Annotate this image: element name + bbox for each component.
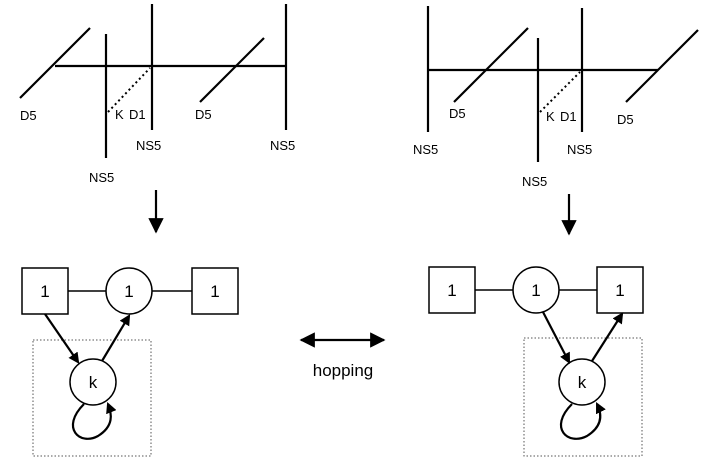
self-loop-arrow (559, 402, 606, 440)
dotted-subquiver-box (523, 337, 643, 457)
quiver-arrow (44, 313, 80, 364)
left-brane-configuration: D5 K D1 D5 NS5 NS5 NS5 (19, 4, 295, 185)
right-quiver: 1 1 1 k (428, 266, 644, 457)
flavor-node-square (191, 267, 239, 315)
ns5-label: NS5 (270, 138, 295, 153)
gauge-node-label: 1 (124, 282, 133, 301)
adjoint-node-label: k (578, 373, 587, 392)
adjoint-node-circle (558, 358, 606, 406)
flavor-node-square (428, 266, 476, 314)
d1-label: D1 (129, 107, 146, 122)
adjoint-node-circle (69, 358, 117, 406)
adjoint-node-label: k (89, 373, 98, 392)
ns5-label: NS5 (136, 138, 161, 153)
d5-label: D5 (617, 112, 634, 127)
d5-brane-line (625, 29, 699, 103)
flavor-node-label: 1 (615, 281, 624, 300)
d5-label: D5 (20, 108, 37, 123)
ns5-label: NS5 (413, 142, 438, 157)
hopping-label: hopping (313, 361, 374, 380)
d1-label: D1 (560, 109, 577, 124)
gauge-node-label: 1 (531, 281, 540, 300)
flavor-node-label: 1 (447, 281, 456, 300)
left-quiver: 1 1 1 k (21, 267, 239, 457)
ns5-label: NS5 (89, 170, 114, 185)
flavor-node-label: 1 (40, 282, 49, 301)
d5-brane-line (19, 27, 91, 99)
d5-brane-line (453, 27, 529, 103)
gauge-node-circle (105, 267, 153, 315)
d1-dotted-string (539, 71, 581, 113)
d5-label: D5 (449, 106, 466, 121)
flavor-node-label: 1 (210, 282, 219, 301)
d1-dotted-string (107, 67, 151, 113)
ns5-label: NS5 (522, 174, 547, 189)
quiver-arrow (542, 311, 571, 364)
dotted-subquiver-box (32, 339, 152, 457)
quiver-arrow (591, 312, 624, 362)
k-label: K (115, 107, 124, 122)
k-label: K (546, 109, 555, 124)
quiver-arrow (101, 314, 131, 362)
gauge-node-circle (512, 266, 560, 314)
d5-brane-line (199, 37, 265, 103)
ns5-label: NS5 (567, 142, 592, 157)
self-loop-arrow (71, 401, 117, 440)
d5-label: D5 (195, 107, 212, 122)
right-brane-configuration: D5 K D1 D5 NS5 NS5 NS5 (413, 6, 699, 189)
